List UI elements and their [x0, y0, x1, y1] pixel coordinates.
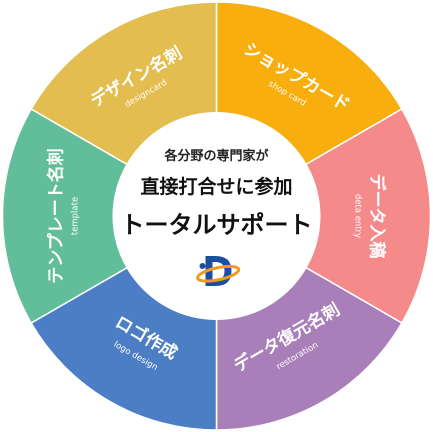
- center-circle: [112, 112, 321, 320]
- segment-subtitle-template: template: [71, 197, 81, 235]
- center-tagline: 各分野の専門家が: [163, 148, 268, 164]
- segment-title-data-entry: データ入稿: [367, 174, 388, 259]
- segment-subtitle-data-entry: deta entry: [353, 194, 363, 238]
- company-logo-icon: [196, 256, 241, 286]
- segment-wedge-data-entry[interactable]: [215, 107, 432, 325]
- center-heading: トータルサポート: [121, 211, 313, 239]
- segment-wedge-template[interactable]: [1, 107, 218, 325]
- center-subheading: 直接打合せに参加: [140, 175, 292, 198]
- segment-data-entry[interactable]: データ入稿 deta entry: [215, 107, 432, 325]
- segment-title-template: テンプレート名刺: [46, 148, 67, 284]
- segment-designcard[interactable]: デザイン名刺 designcard: [30, 1, 218, 218]
- segment-template[interactable]: テンプレート名刺 template: [1, 107, 218, 325]
